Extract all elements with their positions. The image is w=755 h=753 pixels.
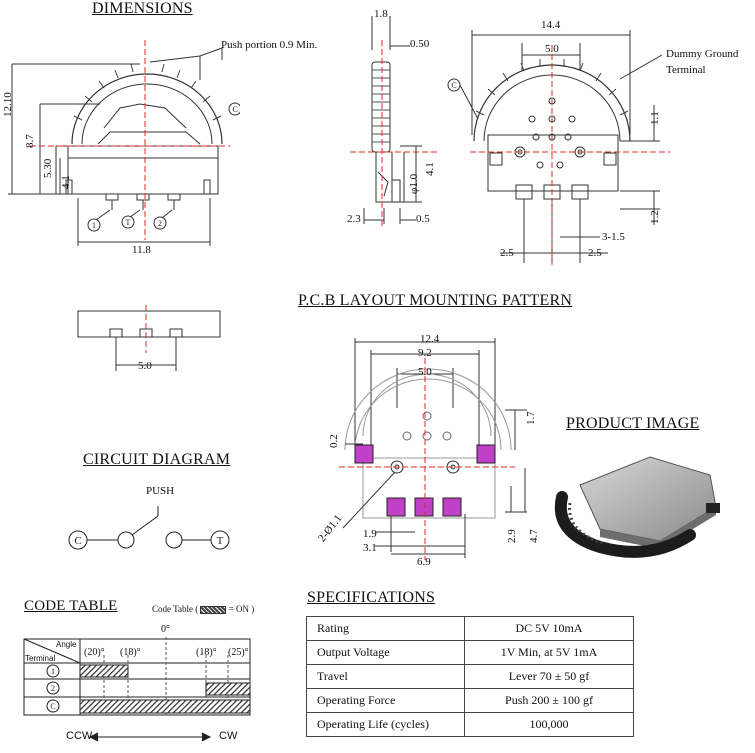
pcb-layout-heading: P.C.B LAYOUT MOUNTING PATTERN [298, 292, 573, 309]
dim-0-5: 0.5 [416, 213, 430, 225]
dim-2-3: 2.3 [347, 213, 361, 225]
circuit-diagram: C T [68, 506, 230, 550]
pcb-pad-2 [442, 497, 462, 517]
dim-1-1: 1.1 [649, 111, 661, 125]
dim-1-8: 1.8 [374, 8, 388, 20]
angle-18-left: (18)° [120, 647, 141, 658]
spec-key: Travel [306, 664, 465, 689]
angle-25-right: (25)° [228, 647, 249, 658]
dimensions-heading: DIMENSIONS [92, 0, 193, 17]
front-view-drawing: C 1 T 2 [8, 40, 240, 246]
spec-row: Operating Force Push 200 ± 100 gf [306, 688, 634, 713]
angle-20-left: (20)° [84, 647, 105, 658]
code-table-grid: 1 2 C [23, 637, 251, 742]
code-table-heading: CODE TABLE [24, 598, 118, 614]
on-hatch-swatch [200, 605, 227, 614]
circuit-node-t [210, 530, 230, 550]
pcb-layout-drawing [339, 338, 527, 560]
circuit-diagram-heading: CIRCUIT DIAGRAM [83, 451, 231, 468]
dim-5-30: 5.30 [42, 158, 54, 178]
pcb-dim-0-2: 0.2 [328, 434, 340, 448]
dim-14-4: 14.4 [541, 19, 561, 31]
dim-3-1-5: 3-1.5 [602, 231, 625, 243]
side-dim-4-1: 4.1 [424, 162, 436, 176]
code-table-terminal-label: Terminal [25, 654, 56, 663]
pcb-dim-1-9: 1.9 [363, 528, 377, 540]
spec-key: Operating Life (cycles) [306, 712, 465, 737]
front-terminal-2-label: 2 [158, 219, 162, 228]
spec-value: 1V Min, at 5V 1mA [464, 640, 634, 665]
pcb-dim-1-7: 1.7 [525, 411, 537, 425]
code-row-2-on-segment [205, 682, 251, 696]
spec-key: Operating Force [306, 688, 465, 713]
code-table-legend: Code Table ( = ON ) [152, 604, 254, 614]
back-terminal-c-label: C [451, 81, 456, 90]
spec-row: Output Voltage 1V Min, at 5V 1mA [306, 640, 634, 665]
circuit-push-label: PUSH [146, 485, 175, 497]
pcb-pads [354, 444, 496, 517]
pcb-dim-9-2: 9.2 [418, 347, 432, 359]
side-view-drawing [350, 16, 440, 228]
pcb-dim-12-4: 12.4 [420, 333, 440, 345]
pcb-dim-5-0: 5.0 [418, 366, 432, 378]
cw-label: CW [219, 730, 238, 742]
dim-8-7: 8.7 [24, 134, 36, 148]
code-table-angle-label: Angle [56, 640, 77, 649]
spec-value: Lever 70 ± 50 gf [464, 664, 634, 689]
front-terminal-c-label: C [232, 105, 237, 114]
spec-key: Output Voltage [306, 640, 465, 665]
code-table-legend-on: = ON ) [228, 604, 255, 614]
pcb-pad-dummy-left [354, 444, 374, 464]
front-terminal-t-label: T [126, 218, 131, 227]
dim-2-5-left: 2.5 [500, 247, 514, 259]
spec-value: 100,000 [464, 712, 634, 737]
code-table-legend-text: Code Table ( [152, 604, 199, 614]
spec-value: DC 5V 10mA [464, 616, 634, 641]
product-image-heading: PRODUCT IMAGE [566, 415, 700, 432]
dim-2-5-right: 2.5 [588, 247, 602, 259]
dummy-ground-label-2: Terminal [666, 64, 706, 76]
pcb-pad-t [414, 497, 434, 517]
pcb-dim-2-9: 2.9 [506, 529, 518, 543]
front-knob-outer [71, 73, 223, 145]
circuit-node-c-label: C [74, 535, 81, 547]
specifications-table: Rating DC 5V 10mA Output Voltage 1V Min,… [306, 616, 634, 737]
code-row-1-label: 1 [51, 667, 55, 676]
dim-11-8: 11.8 [132, 244, 151, 256]
product-image [554, 456, 720, 558]
code-row-c-on-segment [79, 699, 251, 714]
dim-phi-1-0: φ1.0 [408, 173, 420, 194]
back-dim-5-0: 5.0 [545, 43, 559, 55]
spec-row: Operating Life (cycles) 100,000 [306, 712, 634, 737]
front-terminal-1-label: 1 [92, 221, 96, 230]
pcb-pad-1 [386, 497, 406, 517]
dummy-ground-label-1: Dummy Ground [666, 48, 739, 60]
spec-key: Rating [306, 616, 465, 641]
dim-12-10: 12.10 [2, 92, 14, 117]
pcb-pad-dummy-right [476, 444, 496, 464]
ccw-label: CCW [66, 730, 93, 742]
front-knob-inner [81, 83, 213, 145]
spec-row: Travel Lever 70 ± 50 gf [306, 664, 634, 689]
dim-4-1: 4.1 [60, 175, 72, 189]
bottom-dim-5-0: 5.0 [138, 360, 152, 372]
code-table-zero-angle: 0° [161, 624, 170, 635]
specifications-heading: SPECIFICATIONS [307, 589, 436, 606]
code-row-c-label: C [50, 702, 55, 711]
dim-1-2: 1.2 [649, 210, 661, 224]
circuit-node-t-label: T [217, 535, 224, 547]
push-portion-label: Push portion 0.9 Min. [221, 39, 318, 51]
back-view-drawing: C [447, 30, 670, 265]
bottom-view-drawing [77, 305, 221, 371]
pcb-dim-4-7: 4.7 [528, 529, 540, 543]
pcb-dim-6-9: 6.9 [417, 556, 431, 568]
spec-row: Rating DC 5V 10mA [306, 616, 634, 641]
dim-0-50: 0.50 [410, 38, 430, 50]
code-row-2-label: 2 [51, 684, 55, 693]
pcb-dim-3-1: 3.1 [363, 542, 377, 554]
angle-18-right: (18)° [196, 647, 217, 658]
spec-value: Push 200 ± 100 gf [464, 688, 634, 713]
code-row-1-on-segment [79, 664, 129, 678]
